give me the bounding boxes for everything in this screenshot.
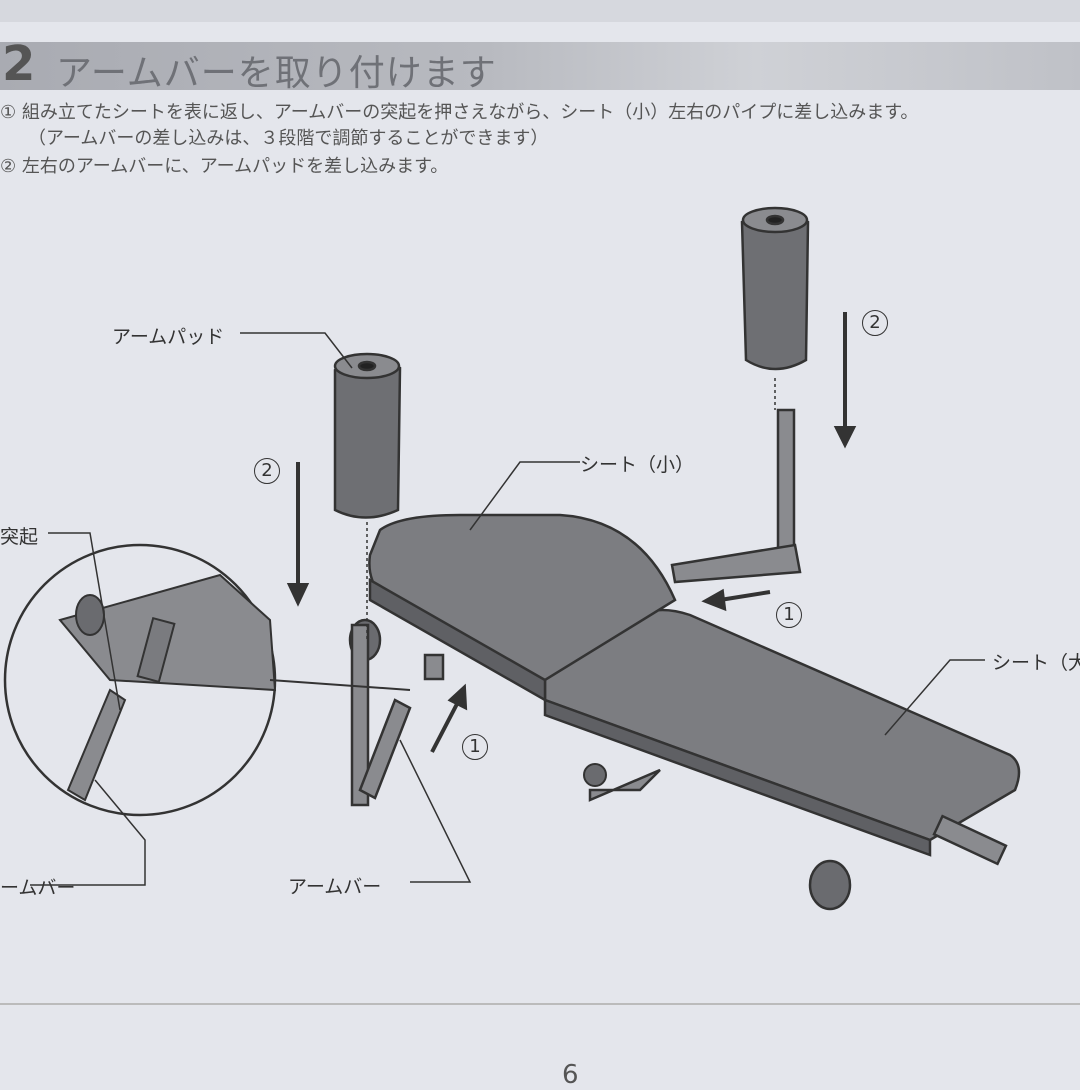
label-seat-large: シート（大 <box>992 652 1080 674</box>
marker-step-2-left: 2 <box>254 458 280 484</box>
label-arm-bar: アームバー <box>288 876 382 898</box>
label-arm-pad: アームパッド <box>112 326 225 348</box>
leader-lines <box>30 332 985 886</box>
step-header-band <box>0 42 1080 90</box>
detail-inset <box>3 543 411 817</box>
seat-small <box>368 513 677 703</box>
instruction-1: ① 組み立てたシートを表に返し、アームバーの突起を押さえながら、シート（小）左右… <box>0 102 919 123</box>
arm-bar-right <box>670 408 802 584</box>
marker-step-1-left: 1 <box>462 734 488 760</box>
leg-knob <box>583 763 607 787</box>
label-arm-bar-inset: ームバー <box>0 877 76 899</box>
arm-pad-right <box>740 206 810 371</box>
marker-step-1-right: 1 <box>776 602 802 628</box>
bench-frame <box>348 618 1008 911</box>
instruction-2: ② 左右のアームバーに、アームパッドを差し込みます。 <box>0 156 449 177</box>
page-number: 6 <box>562 1060 579 1090</box>
instruction-1-note: （アームバーの差し込みは、３段階で調節することができます） <box>28 128 549 149</box>
step-number: 2 <box>2 36 36 92</box>
arm-bar-left <box>350 623 445 807</box>
label-protrusion: 突起 <box>0 526 39 548</box>
page-top-edge <box>0 0 1080 22</box>
footer-divider <box>0 1003 1080 1005</box>
step-title: アームバーを取り付けます <box>56 53 497 94</box>
arm-pad-left <box>333 352 402 519</box>
label-seat-small: シート（小） <box>580 454 695 476</box>
marker-step-2-right: 2 <box>862 310 888 336</box>
